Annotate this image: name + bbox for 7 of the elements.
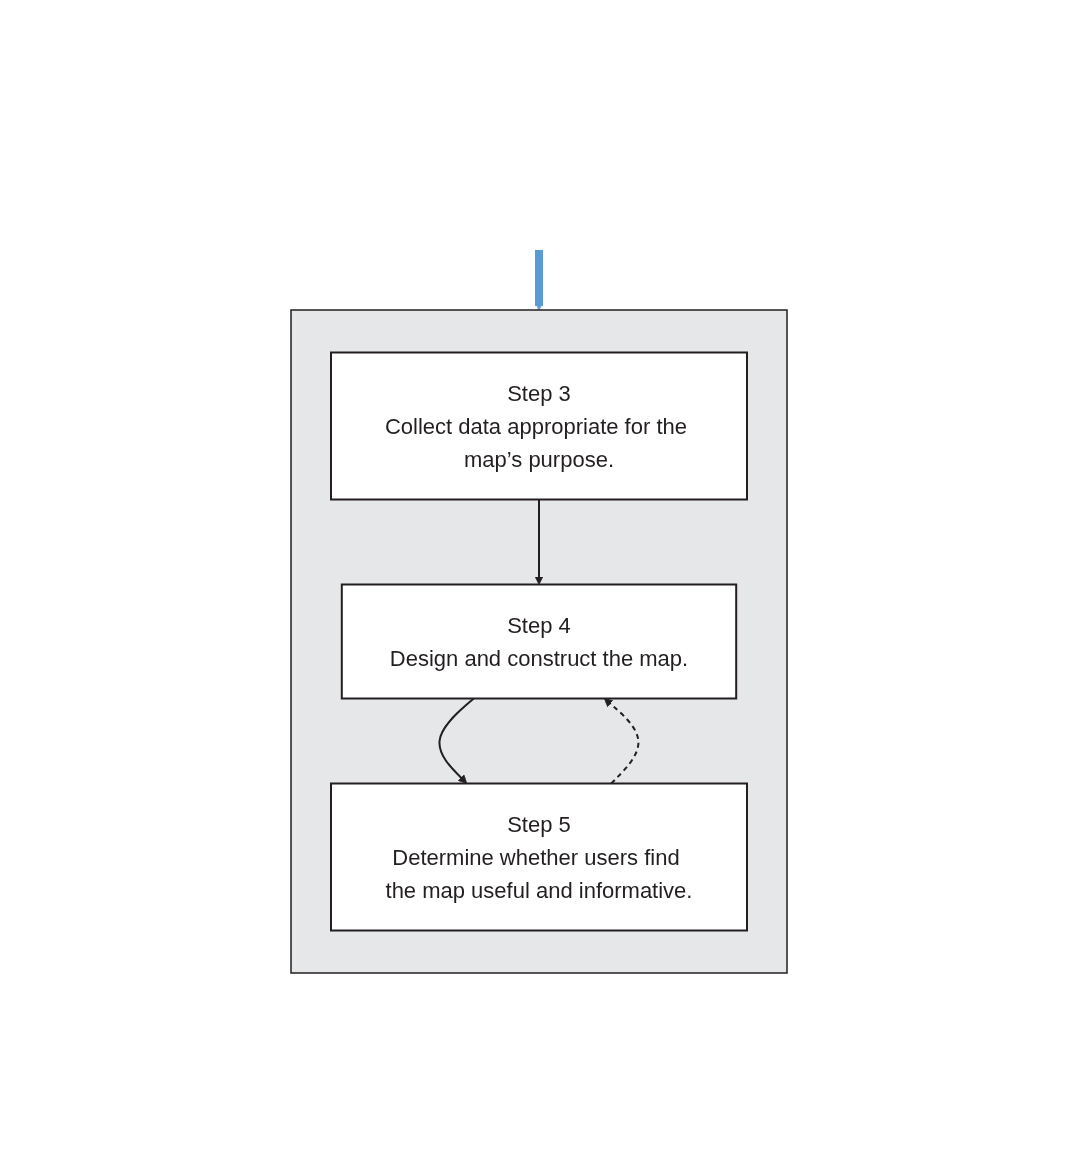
node-box: Step 3 Collect data appropriate for the map’s purpose. [329, 351, 748, 500]
arrow [603, 697, 639, 784]
arrow [534, 498, 543, 585]
node-box: Step 5 Determine whether users find the map useful and informative. [329, 782, 748, 931]
cluster [289, 308, 788, 974]
arrow [438, 697, 475, 784]
node-box: Step 4 Design and construct the map. [340, 583, 737, 699]
